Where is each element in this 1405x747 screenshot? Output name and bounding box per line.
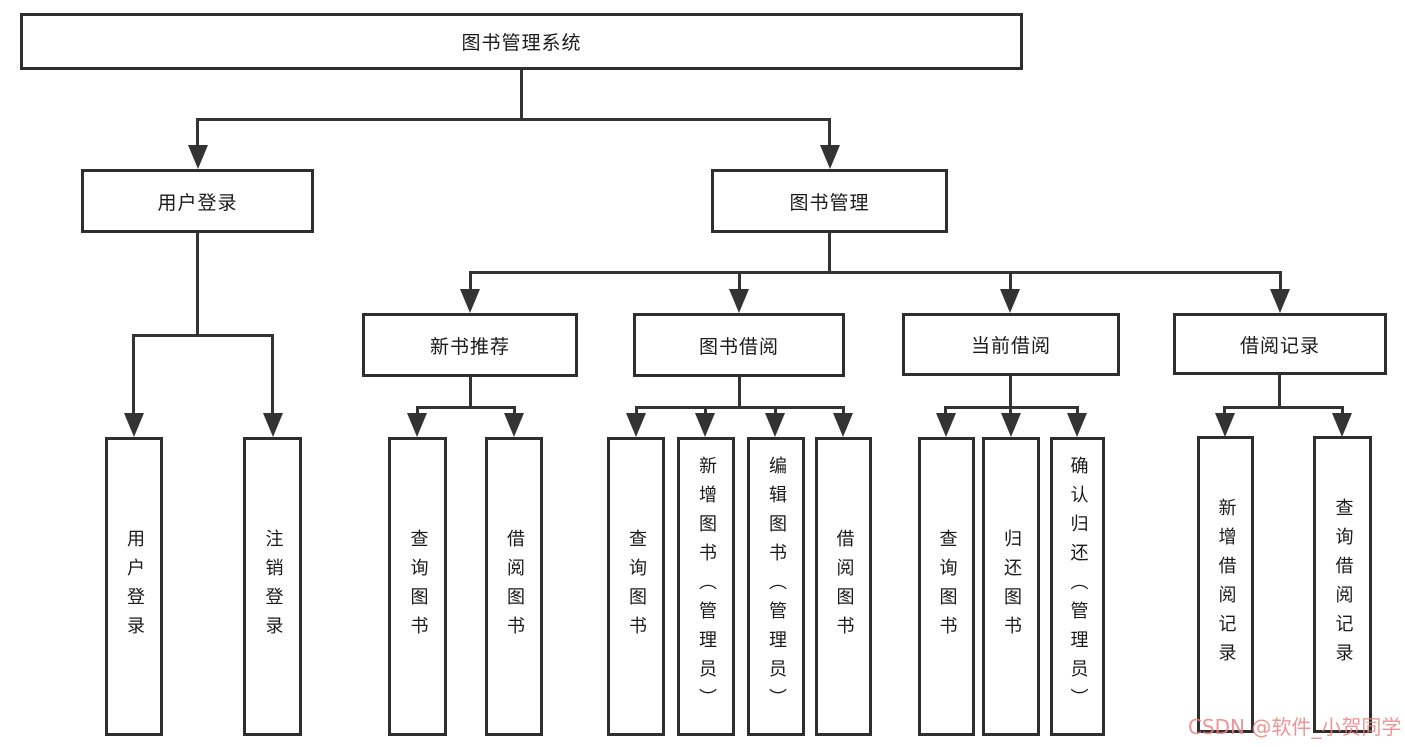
node-root: 图书管理系统 (20, 13, 1023, 70)
arrow-down-icon (1270, 289, 1290, 313)
arrow-down-icon (1067, 413, 1087, 437)
leaf-recommend-borrow-books: 借阅图书 (485, 437, 543, 736)
arrow-down-icon (626, 413, 646, 437)
arrow-down-icon (820, 145, 840, 169)
leaf-borrow-query-books: 查询图书 (607, 437, 665, 736)
node-user-login: 用户登录 (81, 169, 314, 233)
leaf-current-confirm-return-admin: 确认归还（管理员） (1050, 437, 1105, 736)
leaf-label: 查询图书 (936, 528, 958, 645)
connector-line (1223, 406, 1226, 416)
leaf-label: 查询借阅记录 (1332, 497, 1354, 672)
connector-line (416, 406, 419, 416)
connector-line (416, 406, 516, 409)
connector-line (828, 233, 831, 274)
arrow-down-icon (124, 413, 144, 437)
leaf-label: 确认归还（管理员） (1067, 456, 1089, 717)
node-book-management: 图书管理 (711, 169, 948, 233)
arrow-down-icon (460, 289, 480, 313)
node-borrow-records: 借阅记录 (1173, 313, 1387, 375)
leaf-user-login: 用户登录 (105, 437, 163, 736)
leaf-label: 用户登录 (124, 528, 145, 645)
connector-line (738, 377, 741, 409)
leaf-label: 编辑图书（管理员） (766, 456, 787, 717)
leaf-records-add-record: 新增借阅记录 (1197, 436, 1254, 733)
arrow-down-icon (765, 413, 785, 437)
connector-line (1076, 406, 1079, 416)
connector-line (944, 406, 947, 416)
arrow-down-icon (695, 413, 715, 437)
leaf-label: 查询图书 (407, 528, 429, 645)
leaf-logout: 注销登录 (243, 437, 302, 736)
arrow-down-icon (407, 413, 427, 437)
connector-line (774, 406, 777, 416)
connector-line (1009, 376, 1012, 409)
arrow-down-icon (936, 413, 956, 437)
leaf-label: 查询图书 (626, 528, 647, 645)
connector-line (133, 334, 274, 337)
arrow-down-icon (188, 145, 208, 169)
arrow-down-icon (833, 413, 853, 437)
connector-line (1223, 406, 1344, 409)
leaf-label: 新增图书（管理员） (696, 456, 717, 717)
connector-line (196, 118, 199, 148)
connector-line (132, 334, 135, 416)
leaf-borrow-borrow-books: 借阅图书 (815, 437, 872, 736)
leaf-borrow-edit-books-admin: 编辑图书（管理员） (747, 437, 805, 736)
leaf-label: 借阅图书 (833, 528, 855, 645)
connector-line (1279, 271, 1282, 293)
arrow-down-icon (1001, 413, 1021, 437)
arrow-down-icon (504, 413, 524, 437)
connector-line (1341, 406, 1344, 416)
arrow-down-icon (1000, 289, 1020, 313)
leaf-label: 归还图书 (1001, 528, 1022, 645)
connector-line (513, 406, 516, 416)
arrow-down-icon (263, 413, 283, 437)
connector-line (520, 70, 523, 121)
arrow-down-icon (1215, 413, 1235, 437)
leaf-recommend-query-books: 查询图书 (388, 437, 447, 736)
leaf-current-return-books: 归还图书 (982, 437, 1040, 736)
connector-line (196, 233, 199, 337)
leaf-records-query-record: 查询借阅记录 (1313, 436, 1372, 733)
connector-line (1009, 406, 1012, 416)
node-current-borrow: 当前借阅 (902, 313, 1120, 376)
connector-line (635, 406, 638, 416)
leaf-borrow-add-books-admin: 新增图书（管理员） (677, 437, 735, 736)
connector-line (1009, 271, 1012, 293)
connector-line (842, 406, 845, 416)
connector-line (1278, 375, 1281, 409)
csdn-watermark: CSDN @软件_小贺同学 (1188, 715, 1402, 739)
connector-line (469, 271, 1282, 274)
connector-line (635, 406, 845, 409)
arrow-down-icon (729, 289, 749, 313)
arrow-down-icon (1332, 413, 1352, 437)
leaf-label: 新增借阅记录 (1215, 497, 1237, 672)
connector-line (738, 271, 741, 293)
connector-line (469, 377, 472, 409)
node-new-book-recommend: 新书推荐 (362, 313, 578, 377)
connector-line (704, 406, 707, 416)
leaf-current-query-books: 查询图书 (918, 437, 975, 736)
node-book-borrow: 图书借阅 (633, 313, 845, 377)
leaf-label: 借阅图书 (504, 528, 525, 645)
leaf-label: 注销登录 (262, 528, 284, 645)
connector-line (469, 271, 472, 293)
connector-line (271, 334, 274, 416)
connector-line (828, 118, 831, 148)
connector-line (196, 118, 830, 121)
